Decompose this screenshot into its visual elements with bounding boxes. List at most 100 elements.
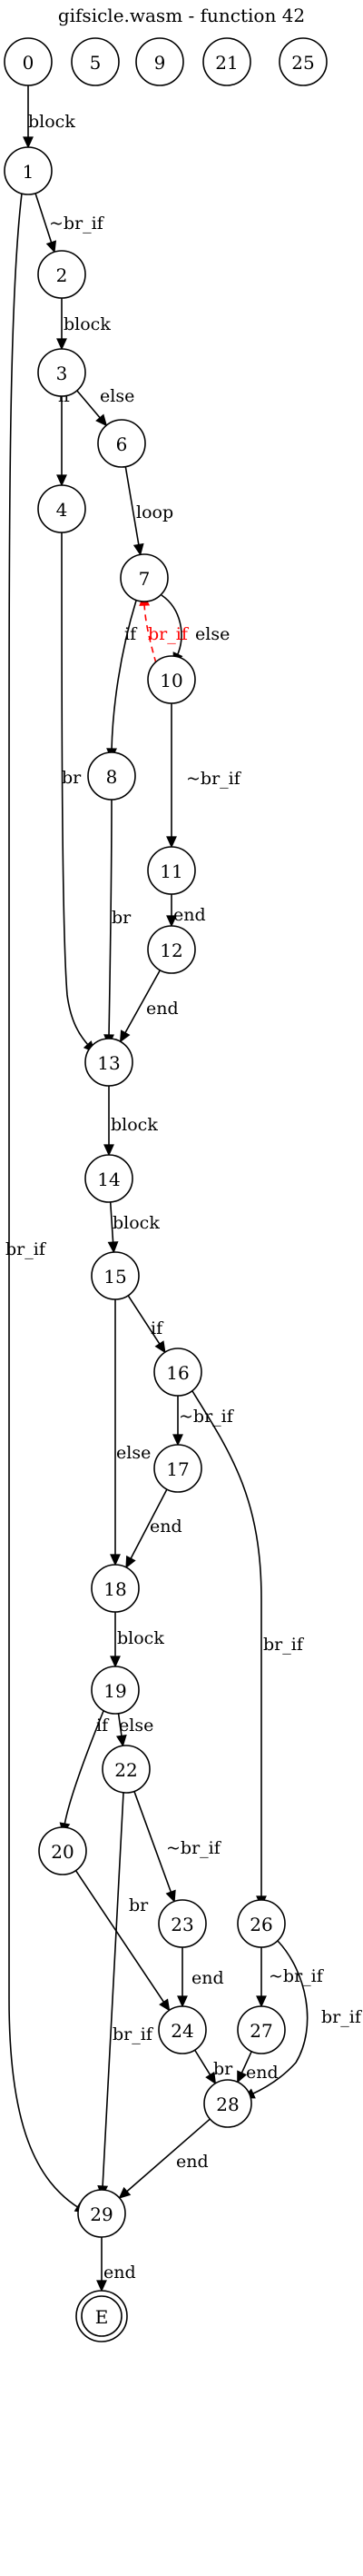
node-label: 7 (139, 568, 151, 590)
edge-28-29: end (118, 2118, 211, 2199)
edge-4-13: br (61, 532, 96, 1053)
edge-line (108, 799, 113, 1038)
node-circle (4, 37, 53, 86)
node-circle (135, 37, 184, 86)
edge-line (161, 594, 182, 657)
edge-label: if (151, 1318, 164, 1338)
node-0: 0 (4, 37, 53, 86)
node-label: 1 (23, 161, 34, 183)
graph-title: gifsicle.wasm - function 42 (58, 5, 305, 26)
node-8: 8 (87, 751, 136, 801)
edge-label: br_if (321, 2007, 363, 2027)
edge-label: else (116, 1443, 151, 1463)
edge-22-23: ~br_if (133, 1791, 222, 1903)
edge-arrowhead (166, 915, 177, 928)
node-circle (237, 2005, 286, 2054)
edge-27-28: end (237, 2051, 279, 2084)
node-17: 17 (153, 1444, 202, 1493)
edge-arrowhead (125, 1555, 136, 1569)
node-label: 11 (160, 860, 182, 882)
edge-label: loop (136, 502, 173, 522)
edge-label: end (150, 1517, 182, 1537)
edge-13-14: block (103, 1086, 158, 1157)
edge-label: block (28, 112, 75, 132)
edge-arrowhead (205, 2071, 217, 2085)
node-circle (4, 146, 53, 195)
node-circle (38, 1826, 87, 1875)
edge-label: if (124, 624, 138, 644)
node-27: 27 (237, 2005, 286, 2054)
edge-line (111, 600, 137, 751)
edge-7-8: if (106, 600, 138, 761)
edge-label: ~br_if (179, 1407, 235, 1427)
edge-label: else (195, 624, 230, 644)
edge-3-6: else (76, 386, 134, 427)
edge-label: ~br_if (166, 1838, 222, 1858)
edge-label: br_if (148, 624, 190, 644)
node-circle (71, 37, 120, 86)
node-label: 3 (56, 363, 68, 384)
edge-arrowhead (119, 1029, 131, 1043)
node-6: 6 (97, 419, 146, 468)
edge-label: br (213, 2059, 233, 2079)
node-circle (91, 1251, 140, 1300)
node-label: 9 (154, 52, 166, 74)
edge-18-19: block (110, 1612, 164, 1668)
edge-12-13: end (119, 970, 179, 1043)
edge-label: block (117, 1628, 164, 1648)
edge-label: ~br_if (269, 1966, 325, 1986)
node-circle (147, 655, 196, 704)
edge-17-18: end (125, 1488, 182, 1569)
edge-label: block (64, 314, 111, 334)
node-10: 10 (147, 655, 196, 704)
edge-label: end (191, 1968, 224, 1988)
node-15: 15 (91, 1251, 140, 1300)
edge-8-13: br (103, 799, 132, 1047)
edge-line (143, 602, 157, 664)
node-circle (153, 1348, 202, 1397)
edge-label: br (129, 1895, 149, 1915)
node-label: 27 (250, 2020, 272, 2042)
node-11: 11 (147, 846, 196, 895)
edge-label: end (176, 2152, 209, 2172)
node-2: 2 (37, 250, 86, 299)
node-14: 14 (84, 1154, 133, 1203)
node-circle (237, 1899, 286, 1948)
node-label: 20 (51, 1841, 74, 1863)
edge-6-7: loop (124, 466, 173, 556)
edge-arrowhead (115, 1734, 127, 1747)
node-circle (158, 2005, 207, 2054)
node-3: 3 (37, 348, 86, 397)
node-label: 22 (114, 1759, 137, 1781)
node-circle (91, 1666, 140, 1715)
edge-arrowhead (23, 136, 34, 149)
node-circle (202, 37, 251, 86)
node-12: 12 (147, 925, 196, 974)
node-circle (37, 348, 86, 397)
edge-1-2: ~br_if (34, 193, 105, 254)
node-circle (84, 1038, 133, 1087)
edge-arrowhead (56, 474, 67, 487)
edge-line (76, 390, 103, 420)
edge-label: block (111, 1115, 158, 1135)
edge-arrowhead (166, 836, 177, 849)
node-21: 21 (202, 37, 251, 86)
node-16: 16 (153, 1348, 202, 1397)
edge-arrowhead (165, 1889, 176, 1903)
edge-label: ~br_if (49, 214, 105, 234)
node-circle (77, 2189, 126, 2238)
exit-inner-circle (81, 2295, 123, 2337)
node-28: 28 (203, 2079, 252, 2128)
node-22: 22 (102, 1745, 151, 1794)
node-label: 0 (23, 52, 34, 74)
node-label: 25 (291, 52, 314, 74)
node-label: 14 (97, 1169, 120, 1190)
edge-arrowhead (154, 1340, 166, 1354)
edge-line (74, 1870, 166, 2004)
edge-label: br (112, 908, 132, 928)
edge-line (117, 1713, 123, 1738)
edge-16-17: ~br_if (172, 1396, 235, 1447)
node-13: 13 (84, 1038, 133, 1087)
edge-arrowhead (103, 1144, 114, 1157)
node-label: 12 (160, 940, 182, 961)
